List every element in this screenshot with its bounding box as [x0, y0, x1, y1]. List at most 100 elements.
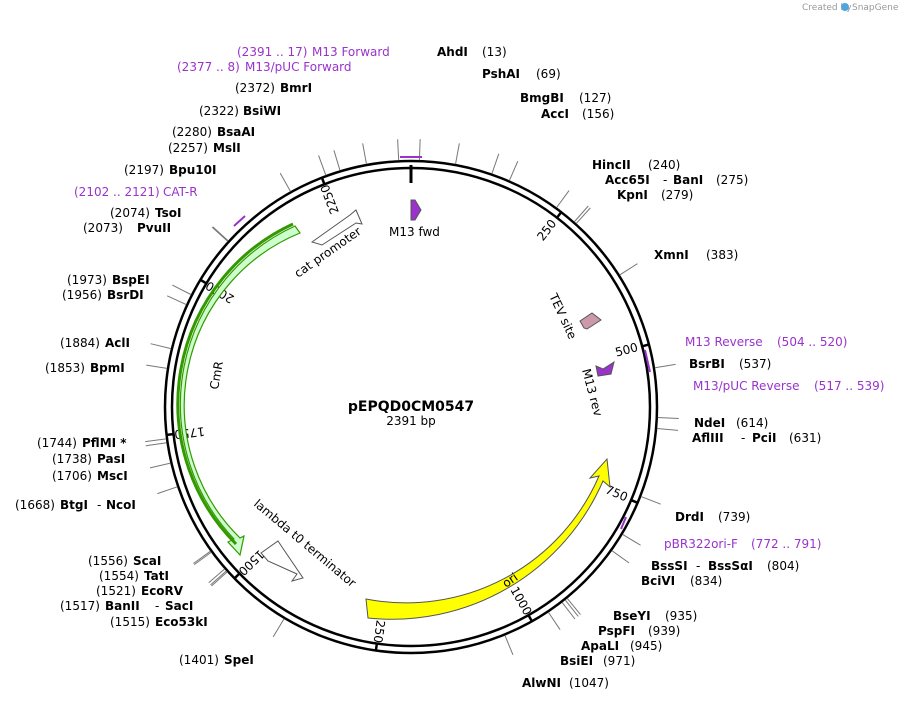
tick-mark-250 [555, 210, 563, 220]
cmr-arrow [179, 225, 301, 557]
credit-prefix: Created by [802, 3, 852, 13]
m13-rev-arrow [595, 360, 615, 377]
site-bpu10i[interactable]: (2197)Bpu10I [124, 163, 216, 177]
leader-line-alwni [504, 635, 514, 656]
svg-text:ApaLI: ApaLI [581, 639, 619, 653]
leader-line-btgi [157, 486, 178, 495]
site-hincii[interactable]: HincII (240) [592, 158, 680, 172]
site-ndei[interactable]: NdeI(614) [694, 416, 768, 430]
site-bsaai[interactable]: (2280) BsaAI [172, 125, 255, 139]
tick-label-1250: 1250 [371, 612, 389, 644]
svg-text:(739): (739) [718, 510, 750, 524]
site-afliii[interactable]: AflIII-PciI(631) [692, 431, 821, 445]
svg-text:PciI: PciI [752, 431, 777, 445]
site-banii[interactable]: (1517)BanII-SacI [60, 599, 193, 613]
primer-cat-r[interactable]: (2102 .. 2121)CAT-R [74, 185, 198, 199]
site-tati[interactable]: (1554)TatI [99, 569, 169, 583]
site-msci[interactable]: (1706)MscI [52, 469, 128, 483]
site-pspfi[interactable]: PspFI(939) [598, 624, 680, 638]
svg-text:M13/pUC Forward: M13/pUC Forward [245, 60, 352, 74]
tick-mark-1750 [165, 432, 175, 437]
svg-text:(1706): (1706) [52, 469, 92, 483]
leader-line-bsiwi [362, 143, 367, 165]
svg-text:HincII: HincII [592, 158, 631, 172]
svg-text:PvuII: PvuII [137, 221, 171, 235]
svg-text:(13): (13) [482, 45, 507, 59]
svg-text:-: - [155, 599, 159, 613]
site-bpmi[interactable]: (1853)BpmI [45, 361, 125, 375]
svg-text:(2197): (2197) [124, 163, 164, 177]
svg-text:M13 Forward: M13 Forward [312, 45, 390, 59]
site-btgi[interactable]: (1668)BtgI-NcoI [15, 498, 136, 512]
leader-line-hincii [556, 190, 570, 208]
site-ecorv[interactable]: (1521)EcoRV [96, 584, 184, 598]
site-drdi[interactable]: DrdI(739) [675, 510, 750, 524]
site-bsiei[interactable]: BsiEI(971) [560, 654, 635, 668]
site-eco53ki[interactable]: (1515)Eco53kI [110, 615, 208, 629]
site-spei[interactable]: (1401)SpeI [179, 653, 254, 667]
site-pasi[interactable]: (1738)PasI [52, 452, 125, 466]
primer-pbr322ori-f[interactable]: pBR322ori-F(772 .. 791) [664, 537, 821, 551]
plasmid-length: 2391 bp [386, 414, 436, 428]
site-bsiwi[interactable]: (2322)BsiWI [199, 104, 281, 118]
leader-line-bsaai [333, 150, 341, 171]
cmr-highlight [176, 222, 294, 546]
svg-text:(240): (240) [648, 158, 680, 172]
leader-line-pflmi [145, 438, 167, 443]
svg-text:(1521): (1521) [96, 584, 136, 598]
svg-text:ScaI: ScaI [133, 554, 161, 568]
leader-layer [145, 139, 679, 656]
svg-text:(1973): (1973) [67, 273, 107, 287]
svg-text:(504 .. 520): (504 .. 520) [777, 335, 847, 349]
site-bsssi[interactable]: BssSI-BssSαI(804) [651, 559, 799, 573]
tick-label-500: 500 [614, 340, 640, 359]
primer-m13-forward[interactable]: (2391 .. 17)M13 Forward [237, 45, 390, 59]
site-bseyi[interactable]: BseYI(935) [613, 609, 697, 623]
svg-text:(2280): (2280) [172, 125, 212, 139]
site-acc65i[interactable]: Acc65I-BanI(275) [605, 173, 748, 187]
svg-text:BsaAI: BsaAI [217, 125, 255, 139]
site-bsrdi[interactable]: (1956)BsrDI [62, 288, 144, 302]
pbr322ori-f-primer-mark [620, 516, 627, 530]
site-bcivi[interactable]: BciVI(834) [641, 574, 722, 588]
site-bspei[interactable]: (1973)BspEI [67, 273, 150, 287]
tick-mark-1000 [526, 613, 534, 623]
svg-text:AccI: AccI [541, 107, 569, 121]
leader-line-bpmi [146, 364, 168, 369]
lambda-t0-terminator-arrow [260, 540, 304, 582]
site-pvuii[interactable]: (2073)PvuII [83, 221, 171, 235]
svg-text:(279): (279) [661, 188, 693, 202]
site-tsoi[interactable]: (2074)TsoI [110, 206, 181, 220]
site-bmri[interactable]: (2372)BmrI [235, 81, 312, 95]
svg-text:SacI: SacI [165, 599, 193, 613]
site-xmni[interactable]: XmnI(383) [654, 248, 738, 262]
leader-line-bmri [397, 139, 400, 161]
svg-text:(834): (834) [690, 574, 722, 588]
leader-line-eco53ki [211, 571, 228, 587]
site-pshai[interactable]: PshAI(69) [482, 67, 561, 81]
site-msli[interactable]: (2257)MslI [168, 141, 241, 155]
site-alwni[interactable]: AlwNI(1047) [522, 676, 609, 690]
site-bmgbi[interactable]: BmgBI(127) [520, 91, 611, 105]
site-pflmi[interactable]: (1744)PflMI * [37, 436, 127, 450]
site-scai[interactable]: (1556)ScaI [88, 554, 161, 568]
tick-mark-750 [629, 498, 639, 505]
plasmid-name: pEPQD0CM0547 [348, 399, 474, 415]
primer-m13-reverse[interactable]: M13 Reverse(504 .. 520) [685, 335, 847, 349]
svg-text:(971): (971) [603, 654, 635, 668]
primer-m13-puc-forward[interactable]: (2377 .. 8)M13/pUC Forward [177, 60, 352, 74]
lambda-t0-terminator-label: lambda t0 terminator [251, 497, 359, 590]
ori-arrow [365, 457, 611, 620]
site-apali[interactable]: ApaLI(945) [581, 639, 662, 653]
site-acci[interactable]: AccI(156) [541, 107, 614, 121]
leader-line-afliii [657, 428, 679, 431]
cat-promoter-arrow [310, 209, 363, 246]
leader-line-pasi [145, 442, 167, 447]
svg-text:BseYI: BseYI [613, 609, 651, 623]
m13-fwd-arrow [410, 199, 422, 221]
primer-m13-puc-reverse[interactable]: M13/pUC Reverse(517 .. 539) [693, 379, 884, 393]
site-ahdi[interactable]: AhdI(13) [437, 45, 507, 59]
site-kpni[interactable]: KpnI(279) [617, 188, 693, 202]
site-acli[interactable]: (1884)AclI [60, 336, 130, 350]
site-bsrbi[interactable]: BsrBI(537) [689, 357, 771, 371]
